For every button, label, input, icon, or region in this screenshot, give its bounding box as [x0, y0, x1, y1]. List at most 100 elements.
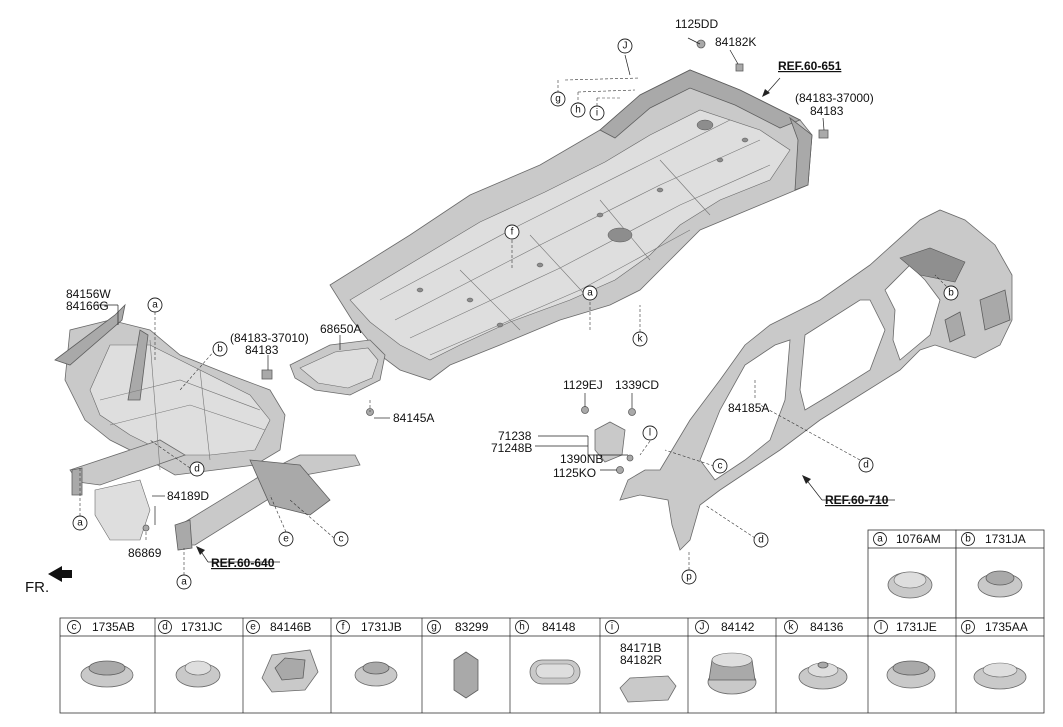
plug-86869: [142, 524, 150, 532]
legend-cell-p: p 1735AA: [961, 620, 1028, 690]
letter-circle-b-left: b: [212, 341, 228, 357]
callout-84183-left: 84183: [245, 343, 279, 357]
letter-circle-g: g: [550, 91, 566, 107]
svg-text:J: J: [623, 41, 628, 52]
svg-text:a: a: [77, 518, 83, 529]
callout-1339cd: 1339CD: [615, 378, 659, 392]
callout-84145a: 84145A: [393, 411, 434, 425]
svg-text:c: c: [339, 534, 344, 545]
svg-text:c: c: [718, 461, 723, 472]
callout-1125dd: 1125DD: [675, 17, 718, 31]
svg-text:e: e: [283, 534, 289, 545]
floor-panel-assembly: [329, 69, 813, 381]
letter-circle-j: J: [617, 38, 633, 54]
svg-text:J: J: [700, 622, 705, 633]
svg-text:84146B: 84146B: [270, 620, 311, 634]
letter-circle-l: l: [642, 425, 658, 441]
callout-84183-37000: (84183-37000): [795, 91, 874, 105]
ref-60-640: REF.60-640: [211, 556, 275, 570]
callout-84183-right: 84183: [810, 104, 844, 118]
callout-84182k: 84182K: [715, 35, 756, 49]
svg-text:k: k: [789, 622, 795, 633]
letter-circle-d-bottom: d: [753, 532, 769, 548]
svg-text:d: d: [758, 535, 764, 546]
pad-84182k: [735, 63, 744, 72]
letter-circle-a-bottom: a: [176, 574, 192, 590]
front-arrow-icon: [48, 566, 72, 582]
ref-60-651: REF.60-651: [778, 59, 842, 73]
svg-text:g: g: [555, 94, 561, 105]
svg-text:d: d: [863, 460, 869, 471]
svg-text:a: a: [152, 300, 158, 311]
svg-text:d: d: [162, 622, 168, 633]
legend-cell-f: f 1731JB: [336, 620, 402, 687]
bolt-1125dd: [696, 39, 706, 49]
side-outer-panel: [619, 209, 1013, 551]
legend-table-bottom: c 1735AB d 1731JC e 84146B f 1731JB g 83…: [59, 617, 1045, 714]
svg-text:84171B: 84171B: [620, 641, 661, 655]
letter-circle-a-left: a: [72, 515, 88, 531]
pad-84183-left: [261, 369, 273, 380]
svg-text:i: i: [611, 622, 613, 633]
svg-text:83299: 83299: [455, 620, 489, 634]
letter-circle-d-side: d: [858, 457, 874, 473]
legend-cell-k: k 84136: [784, 620, 848, 690]
bracket-84189d: [94, 479, 151, 541]
legend-cell-b: b 1731JA: [961, 532, 1026, 598]
svg-text:l: l: [880, 622, 882, 633]
letter-circle-d-left: d: [189, 461, 205, 477]
legend-cell-g: g 83299: [427, 620, 489, 699]
letter-circle-c-right: c: [712, 458, 728, 474]
callout-1125ko: 1125KO: [553, 466, 596, 480]
cowl-top-bracket: [54, 303, 126, 366]
letter-circle-k: k: [632, 331, 648, 347]
front-label: FR.: [25, 579, 49, 596]
callout-1129ej: 1129EJ: [563, 378, 603, 392]
letter-circle-p: p: [681, 569, 697, 585]
svg-text:d: d: [194, 464, 200, 475]
pad-84183-right: [818, 129, 829, 139]
svg-text:84148: 84148: [542, 620, 576, 634]
svg-text:p: p: [965, 622, 971, 633]
svg-text:i: i: [596, 108, 598, 119]
svg-text:1731JB: 1731JB: [361, 620, 402, 634]
callout-84183-37010: (84183-37010): [230, 331, 309, 345]
legend-cell-i: i 84171B 84182R: [605, 620, 677, 703]
svg-text:1076AM: 1076AM: [896, 532, 941, 546]
letter-circle-i: i: [589, 105, 605, 121]
callout-68650a: 68650A: [320, 322, 361, 336]
svg-text:1731JC: 1731JC: [181, 620, 223, 634]
svg-text:g: g: [431, 622, 437, 633]
callout-1390nb: 1390NB: [560, 452, 603, 466]
svg-text:a: a: [587, 288, 593, 299]
svg-text:b: b: [965, 534, 971, 545]
legend-table-top: a 1076AM b 1731JA: [867, 529, 1045, 619]
letter-circle-h: h: [570, 102, 586, 118]
svg-text:h: h: [575, 105, 581, 116]
callout-71238: 71238: [498, 429, 532, 443]
callout-84166g: 84166G: [66, 299, 109, 313]
callout-86869: 86869: [128, 546, 162, 560]
svg-text:l: l: [649, 428, 651, 439]
svg-text:b: b: [948, 288, 954, 299]
svg-text:84142: 84142: [721, 620, 755, 634]
legend-cell-c: c 1735AB: [67, 620, 135, 688]
svg-text:1731JE: 1731JE: [896, 620, 937, 634]
letter-circle-f: f: [504, 224, 520, 240]
svg-text:1735AB: 1735AB: [92, 620, 135, 634]
svg-text:b: b: [217, 344, 223, 355]
letter-circle-a-top: a: [147, 297, 163, 313]
legend-cell-h: h 84148: [515, 620, 581, 685]
letter-circle-a-floor: a: [582, 285, 598, 301]
svg-text:1731JA: 1731JA: [985, 532, 1026, 546]
legend-cell-l: l 1731JE: [874, 620, 937, 689]
svg-text:p: p: [686, 572, 692, 583]
svg-text:c: c: [72, 622, 77, 633]
callout-84156w: 84156W: [66, 287, 111, 301]
legend-cell-j: J 84142: [695, 620, 757, 695]
letter-circle-e: e: [278, 531, 294, 547]
svg-text:h: h: [519, 622, 525, 633]
svg-text:k: k: [638, 334, 644, 345]
svg-text:a: a: [877, 534, 883, 545]
